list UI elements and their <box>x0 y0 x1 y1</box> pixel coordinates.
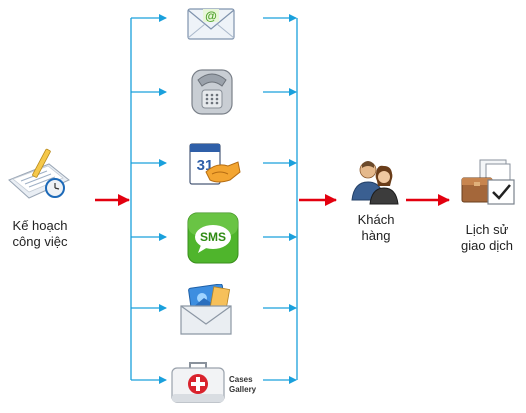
sms-label: SMS <box>199 230 226 244</box>
first-aid-kit-icon <box>170 360 226 404</box>
svg-text:@: @ <box>205 9 217 23</box>
task-plan-icon <box>3 146 75 204</box>
history-label-line2: giao dịch <box>460 238 514 253</box>
customers-icon <box>346 158 406 206</box>
telephone-icon <box>190 66 234 118</box>
task-plan-label-line2: công việc <box>12 234 68 249</box>
photo-envelope-icon <box>178 283 234 336</box>
cases-label-line2: Gallery <box>229 385 257 394</box>
cases-label-line1: Cases <box>229 375 253 384</box>
cases-gallery-label: Cases Gallery <box>229 375 256 395</box>
customer-label-line1: Khách <box>357 212 395 227</box>
customer-label-line2: hàng <box>361 228 391 243</box>
task-plan-label-line1: Kế hoạch <box>12 218 68 233</box>
calendar-handshake-icon: 31 <box>188 140 242 190</box>
history-label: Lịch sử giao dịch <box>448 222 526 254</box>
history-label-line1: Lịch sử <box>465 222 509 237</box>
customer-label: Khách hàng <box>340 212 412 244</box>
transaction-history-icon <box>458 156 518 208</box>
task-plan-label: Kế hoạch công việc <box>2 218 78 250</box>
email-icon: @ <box>186 5 236 43</box>
sms-icon: SMS <box>187 212 239 264</box>
